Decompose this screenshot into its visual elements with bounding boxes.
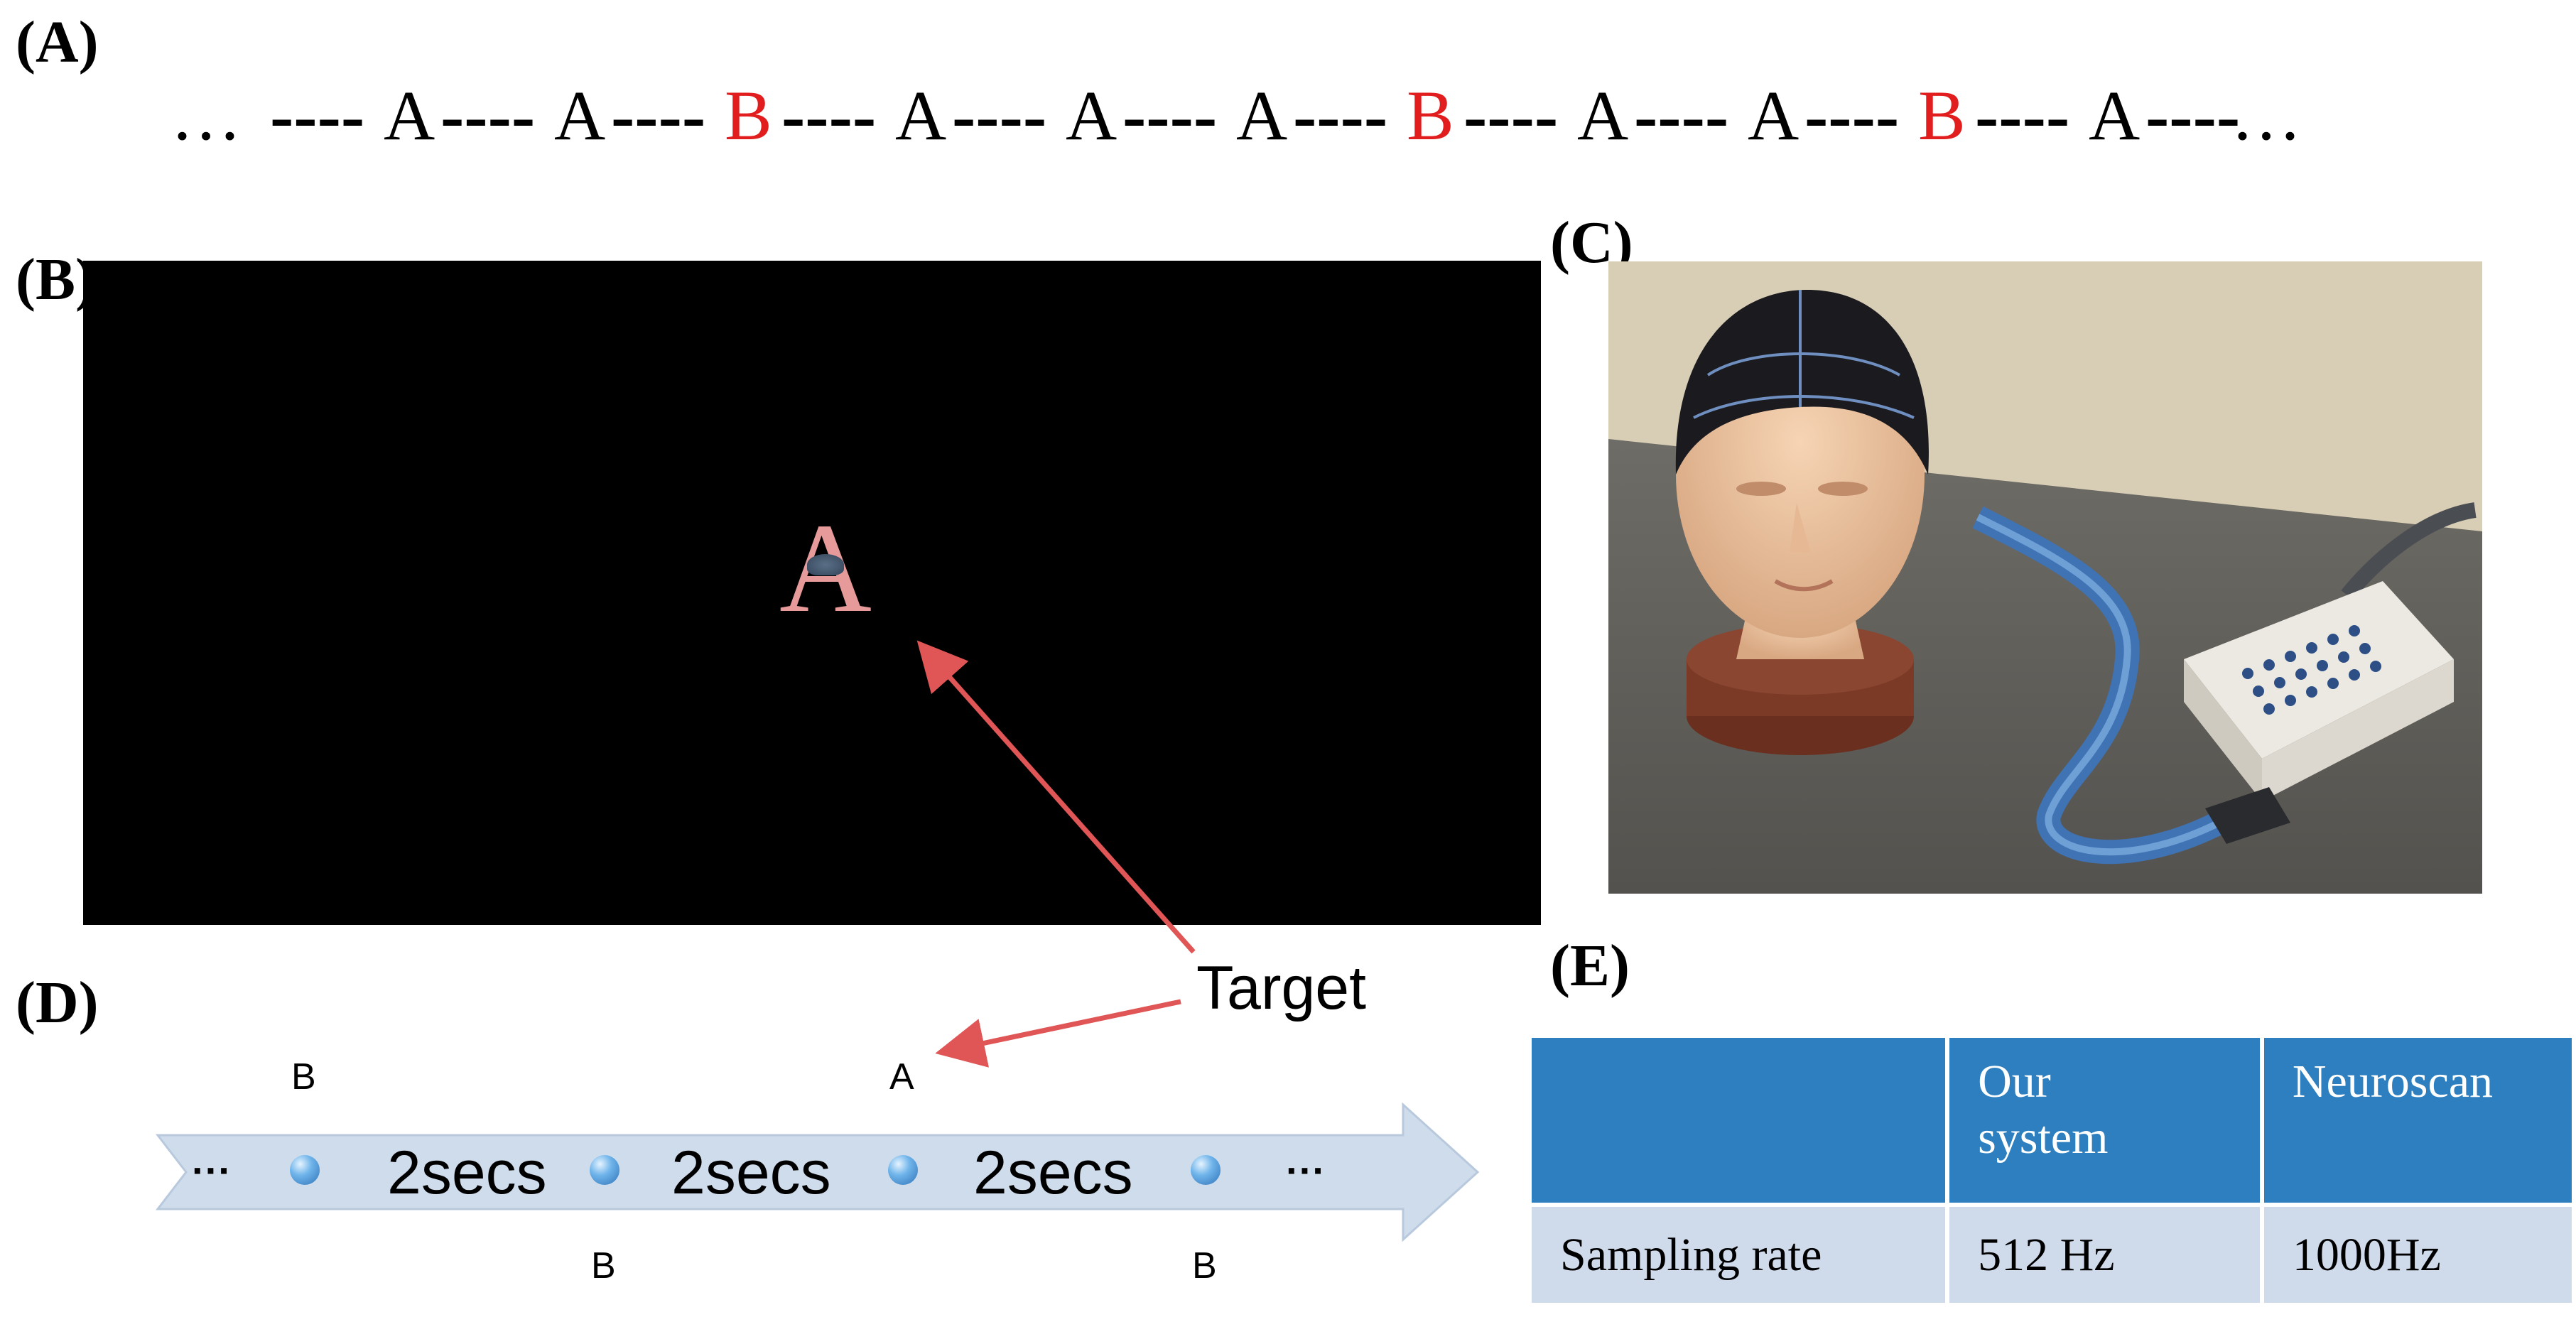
table-header-cell: Neuroscan — [2259, 1034, 2576, 1207]
table-header-row: Our system Neuroscan — [1527, 1034, 2576, 1207]
sequence-dash: ---- — [1463, 76, 1559, 155]
sequence-dash: ---- — [440, 76, 536, 155]
sequence-start-ellipsis: … — [171, 76, 242, 155]
timeline-bottom-letter-2: B — [1192, 1245, 1217, 1286]
timeline-event-4 — [1191, 1155, 1221, 1185]
sequence-token-target: B — [1918, 76, 1966, 155]
sequence-dash: ---- — [1975, 76, 2070, 155]
sequence-dash: ---- — [270, 76, 365, 155]
panel-label-d: (D) — [16, 970, 99, 1036]
sequence-token-standard: A — [1748, 76, 1800, 155]
timeline-event-1 — [290, 1155, 320, 1185]
arrow-to-screen-letter — [916, 640, 1196, 954]
sequence-dash: ---- — [1122, 76, 1218, 155]
timeline-top-letter-1: B — [291, 1056, 316, 1098]
sequence-token-standard: A — [2089, 76, 2141, 155]
sequence-dash: ---- — [611, 76, 706, 155]
table-header-cell — [1527, 1034, 1950, 1207]
arrow-to-timeline-letter — [935, 999, 1181, 1068]
timeline-interval-3: 2secs — [973, 1139, 1133, 1207]
table-cell: Sampling rate — [1527, 1203, 1950, 1307]
timeline-event-3 — [888, 1155, 918, 1185]
eeg-device-photo — [1608, 261, 2482, 894]
table-header-cell: Our system — [1945, 1034, 2264, 1207]
sequence-dash: ---- — [1293, 76, 1388, 155]
sequence-token-standard: A — [1236, 76, 1288, 155]
timeline-start-ellipsis: ··· — [192, 1148, 232, 1193]
stimulus-letter-shade — [807, 554, 844, 575]
stimulus-screen — [83, 261, 1541, 925]
timeline-bottom-letter-1: B — [591, 1245, 616, 1286]
sequence-dash: ---- — [1804, 76, 1900, 155]
table-cell: 512 Hz — [1945, 1203, 2264, 1307]
timeline-interval-1: 2secs — [387, 1139, 547, 1207]
sequence-dash: ---- — [1634, 76, 1729, 155]
timeline-end-ellipsis: ··· — [1286, 1148, 1326, 1193]
sequence-token-target: B — [1407, 76, 1454, 155]
sequence-dash: ---- — [952, 76, 1047, 155]
table-cell: 1000Hz — [2259, 1203, 2576, 1307]
sequence-end-ellipsis: … — [2231, 76, 2302, 155]
timeline-interval-2: 2secs — [671, 1139, 831, 1207]
sequence-dash: ---- — [781, 76, 877, 155]
sequence-token-standard: A — [895, 76, 947, 155]
sequence-token-standard: A — [384, 76, 435, 155]
sequence-token-standard: A — [554, 76, 606, 155]
table-row: Sampling rate 512 Hz 1000Hz — [1527, 1203, 2576, 1307]
panel-label-b: (B) — [16, 246, 95, 313]
sequence-token-target: B — [725, 76, 772, 155]
sequence-dash: ---- — [2145, 76, 2241, 155]
sequence-token-standard: A — [1066, 76, 1117, 155]
sequence-token-standard: A — [1577, 76, 1629, 155]
target-label: Target — [1196, 954, 1367, 1022]
panel-label-e: (E) — [1550, 933, 1630, 999]
eeg-device-illustration — [1608, 261, 2482, 894]
timeline-top-letter-2: A — [889, 1056, 914, 1098]
panel-label-a: (A) — [16, 9, 99, 75]
comparison-table: Our system Neuroscan Sampling rate 512 H… — [1527, 1034, 2576, 1307]
stimulus-sequence: … … ----A----A----B----A----A----A----B-… — [171, 77, 2373, 155]
timeline-event-2 — [590, 1155, 619, 1185]
